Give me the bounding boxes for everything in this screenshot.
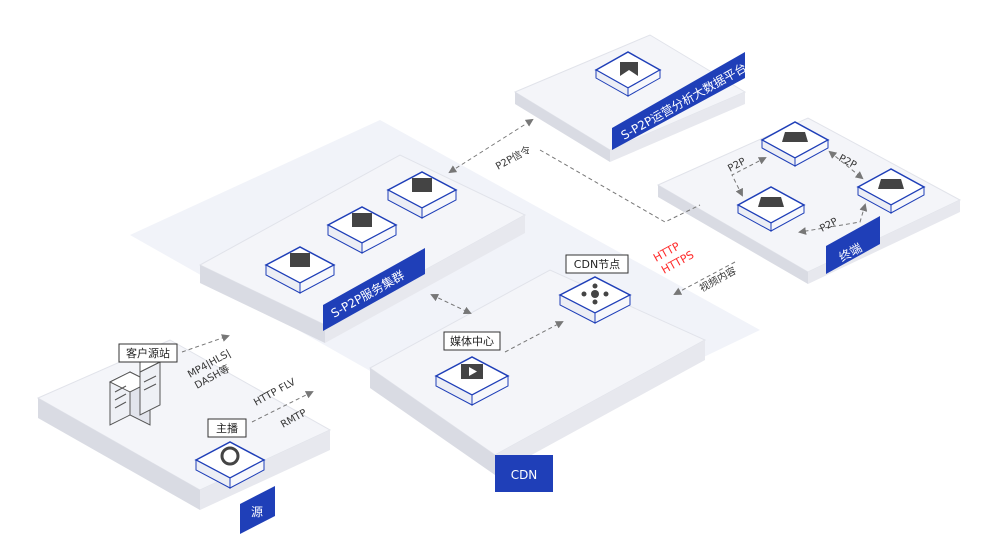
media-center-box (443, 331, 501, 351)
cluster-platform: S-P2P服务集群 (198, 154, 527, 343)
terminal-tag (826, 216, 880, 274)
sdk-tile-top (760, 121, 830, 167)
server-tile-3 (386, 171, 458, 219)
cluster-tag (323, 248, 425, 331)
cdn-label: CDN (511, 468, 538, 482)
analytics-tag (612, 52, 745, 150)
cdn-node-label: CDN节点 (574, 258, 620, 271)
media-to-cdn-arrow (504, 321, 564, 353)
sdk-icon (758, 197, 784, 207)
source-tag (240, 486, 275, 534)
server-icon (352, 213, 372, 227)
anchor-box (207, 418, 247, 438)
server-icon (412, 178, 432, 192)
p2p-signal-label: P2P信令 (493, 143, 533, 173)
server-icon (290, 253, 310, 267)
origin-server-icon (108, 351, 161, 426)
customer-origin-box (118, 343, 178, 363)
cluster-analytics-arrow (448, 118, 534, 174)
sdk-tile-right (856, 168, 926, 214)
anchor-tile (194, 441, 266, 489)
broadcast-icon (220, 446, 240, 466)
server-tile-2 (326, 206, 398, 254)
sdk-icon (878, 179, 904, 189)
network-icon (581, 283, 609, 305)
cluster-cdn-arrow (430, 293, 472, 315)
cdn-node-box (565, 254, 629, 274)
cdn-node-tile (558, 276, 632, 324)
cdn-tag (495, 455, 553, 492)
server-tile-1 (264, 246, 336, 294)
source-platform: 客户源站 主播 源 (36, 339, 332, 534)
analytics-platform: S-P2P运营分析大数据平台 (513, 34, 749, 162)
customer-origin-label: 客户源站 (126, 346, 170, 360)
terminal-to-cdn-arrow (673, 261, 736, 295)
anchor-label: 主播 (216, 421, 238, 435)
media-center-tile (434, 356, 510, 406)
origin-to-cluster-arrow (181, 334, 230, 353)
cdn-platform: 媒体中心 CDN节点 CDN (369, 254, 707, 492)
terminal-platform: P2P P2P P2P 终端 (656, 117, 962, 284)
media-center-label: 媒体中心 (450, 334, 494, 348)
source-label: 源 (251, 505, 263, 519)
dashboard-icon (620, 62, 638, 76)
sdk-icon (782, 132, 808, 142)
cluster-terminal-line (539, 149, 701, 223)
